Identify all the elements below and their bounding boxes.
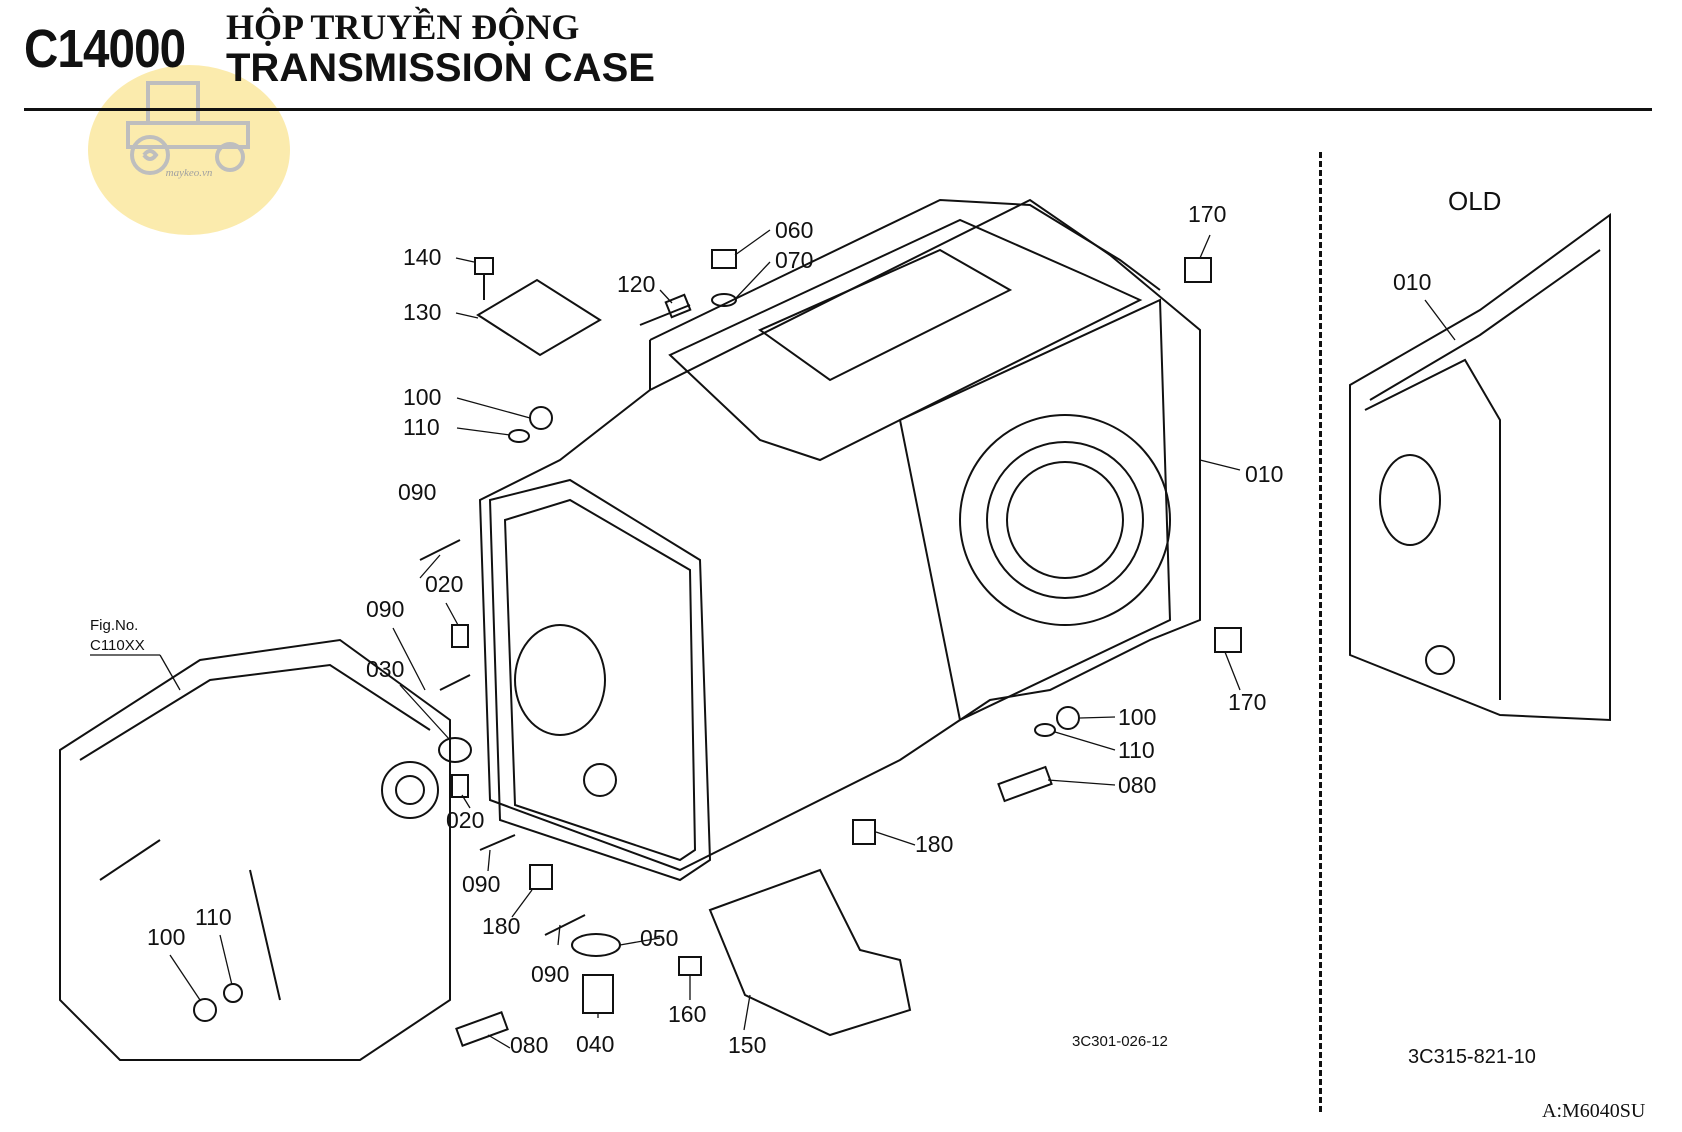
fig-ref-line2: C110XX <box>90 637 145 654</box>
drawing-number-old: 3C315-821-10 <box>1408 1046 1536 1068</box>
callout-010-old: 010 <box>1393 269 1431 295</box>
callout-090-top: 090 <box>398 479 436 505</box>
callout-170-top: 170 <box>1188 201 1226 227</box>
footer-code: A:M6040SU <box>1542 1100 1646 1122</box>
callout-060: 060 <box>775 217 813 243</box>
shield-150 <box>708 868 912 1037</box>
callout-090-lowest: 090 <box>531 961 569 987</box>
callout-030: 030 <box>366 656 404 682</box>
callout-180-right: 180 <box>915 831 953 857</box>
adjacent-housing <box>59 638 451 1061</box>
fig-ref-line1: Fig.No. <box>90 617 138 634</box>
callout-080-left: 080 <box>510 1032 548 1058</box>
cover-plate-130 <box>476 278 602 357</box>
callout-090-mid: 090 <box>366 596 404 622</box>
callout-040: 040 <box>576 1031 614 1057</box>
callout-180-left: 180 <box>482 913 520 939</box>
callout-110-left: 110 <box>195 904 232 930</box>
front-flange <box>488 478 712 882</box>
tractor-icon <box>126 81 250 175</box>
callout-090-bottom: 090 <box>462 871 500 897</box>
callout-140: 140 <box>403 244 441 270</box>
callout-120: 120 <box>617 271 655 297</box>
title-english: TRANSMISSION CASE <box>226 46 655 90</box>
header-rule <box>24 108 1652 111</box>
callout-110-top: 110 <box>403 414 440 440</box>
main-housing-outline <box>478 198 1201 872</box>
old-divider <box>1319 152 1322 1112</box>
watermark-logo: maykeo.vn <box>88 65 290 235</box>
title-vietnamese: HỘP TRUYỀN ĐỘNG <box>226 7 580 47</box>
callout-150: 150 <box>728 1032 766 1058</box>
callout-010: 010 <box>1245 461 1283 487</box>
callout-070: 070 <box>775 247 813 273</box>
callout-130: 130 <box>403 299 441 325</box>
bearing-bore <box>986 441 1144 599</box>
callout-050: 050 <box>640 925 678 951</box>
callout-170-bottom: 170 <box>1228 689 1266 715</box>
housing-top-rim <box>649 198 1161 341</box>
old-label: OLD <box>1448 186 1502 216</box>
callout-020-bottom: 020 <box>446 807 484 833</box>
section-code: C14000 <box>24 19 186 79</box>
callout-160: 160 <box>668 1001 706 1027</box>
callout-100-top: 100 <box>403 384 441 410</box>
callout-110-right: 110 <box>1118 737 1155 763</box>
drawing-number-main: 3C301-026-12 <box>1072 1033 1168 1050</box>
callout-080-right: 080 <box>1118 772 1156 798</box>
callout-100-right: 100 <box>1118 704 1156 730</box>
watermark-text: maykeo.vn <box>165 167 213 179</box>
callout-020-top: 020 <box>425 571 463 597</box>
callout-100-left: 100 <box>147 924 185 950</box>
old-housing-outline <box>1349 213 1611 722</box>
